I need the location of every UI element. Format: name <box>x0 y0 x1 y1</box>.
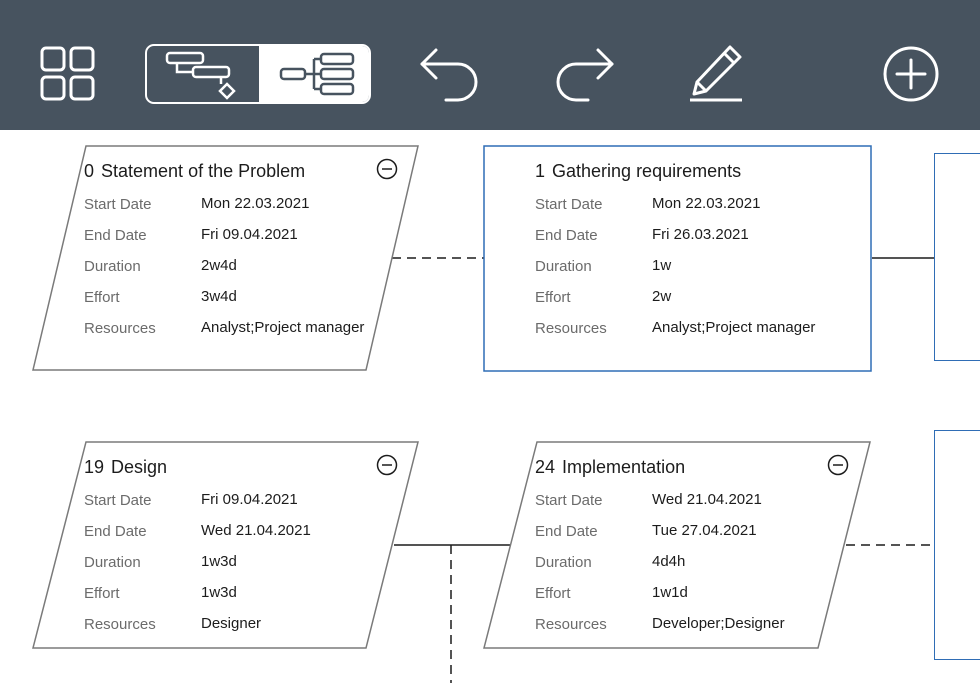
gantt-view-icon <box>165 51 236 100</box>
view-mode-switch <box>145 44 371 104</box>
add-button[interactable] <box>881 44 941 104</box>
undo-icon <box>420 48 478 102</box>
dependency-connectors <box>392 257 934 683</box>
edit-button[interactable] <box>686 42 746 104</box>
card-shape <box>483 441 871 649</box>
edit-pencil-icon <box>690 45 742 102</box>
gantt-view-button[interactable] <box>147 46 259 102</box>
redo-icon <box>556 48 614 102</box>
card-shape <box>32 145 419 371</box>
card-shape <box>483 145 872 372</box>
grid-view-icon <box>40 46 95 101</box>
redo-button[interactable] <box>552 44 618 104</box>
undo-button[interactable] <box>416 44 482 104</box>
collapse-icon[interactable] <box>827 454 849 476</box>
network-view-button[interactable] <box>259 46 369 102</box>
collapse-icon[interactable] <box>376 158 398 180</box>
network-view-icon <box>279 52 355 96</box>
collapse-icon[interactable] <box>376 454 398 476</box>
card-shape <box>32 441 419 649</box>
add-circle-icon <box>883 46 939 102</box>
task-card-partial[interactable] <box>934 153 980 361</box>
task-card-partial[interactable] <box>934 430 980 660</box>
grid-view-button[interactable] <box>38 44 98 104</box>
toolbar <box>0 0 980 130</box>
